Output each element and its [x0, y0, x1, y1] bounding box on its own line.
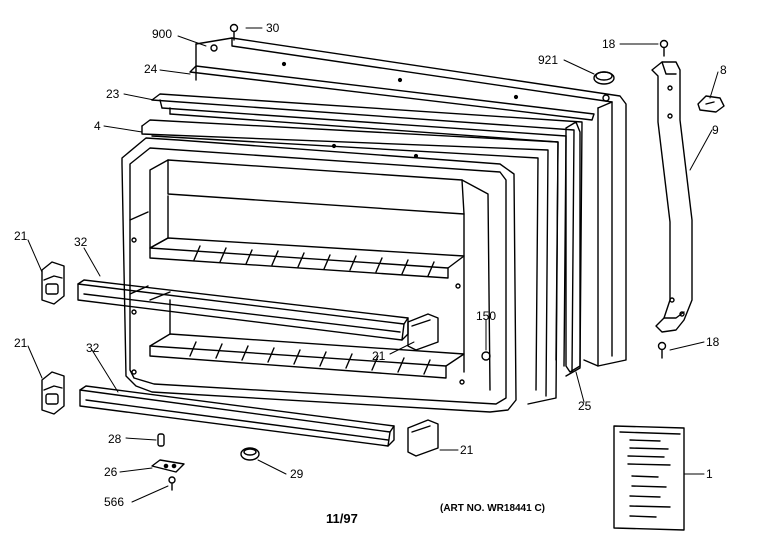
inner-gasket-4: [141, 119, 559, 405]
hinge-cap-8: [697, 95, 725, 113]
leader-lines: [27, 27, 719, 503]
outer-door-panel: [195, 37, 627, 367]
callout-32-upper: 32: [74, 235, 88, 249]
callout-24: 24: [144, 62, 158, 76]
callout-1: 1: [706, 467, 713, 481]
art-number: (ART NO. WR18441 C): [440, 503, 546, 514]
door-liner-tub: [121, 137, 517, 413]
door-hinge-9: [651, 61, 693, 333]
small-parts: [151, 433, 260, 473]
callout-30: 30: [266, 21, 280, 35]
callout-25: 25: [578, 399, 592, 413]
callout-21-upper-right: 21: [372, 349, 386, 363]
shelf-end-caps-21: [41, 261, 439, 457]
callout-32-lower: 32: [86, 341, 100, 355]
callout-23: 23: [106, 87, 120, 101]
date-code: 11/97: [326, 511, 358, 526]
callout-566: 566: [104, 495, 125, 509]
door-gasket-24: [189, 65, 595, 121]
callout-18-lower: 18: [706, 335, 720, 349]
callout-18-upper: 18: [602, 37, 616, 51]
callout-21-upper-left: 21: [14, 229, 28, 243]
callout-26: 26: [104, 465, 118, 479]
callout-21-lower-left: 21: [14, 336, 28, 350]
callout-900: 900: [152, 27, 173, 41]
callout-9: 9: [712, 123, 719, 137]
instruction-booklet: [613, 425, 685, 531]
shelf-bar-32-lower: [79, 385, 395, 447]
callout-8: 8: [720, 63, 727, 77]
door-seal-25: [565, 121, 581, 373]
callout-921: 921: [538, 53, 559, 67]
plug-921: [593, 71, 615, 85]
callout-28: 28: [108, 432, 122, 446]
callout-21-lower-right: 21: [460, 443, 474, 457]
shelf-bar-32-upper: [77, 279, 409, 341]
callout-4: 4: [94, 119, 101, 133]
callout-150: 150: [476, 309, 497, 323]
screws: [168, 23, 669, 491]
callout-29: 29: [290, 467, 304, 481]
